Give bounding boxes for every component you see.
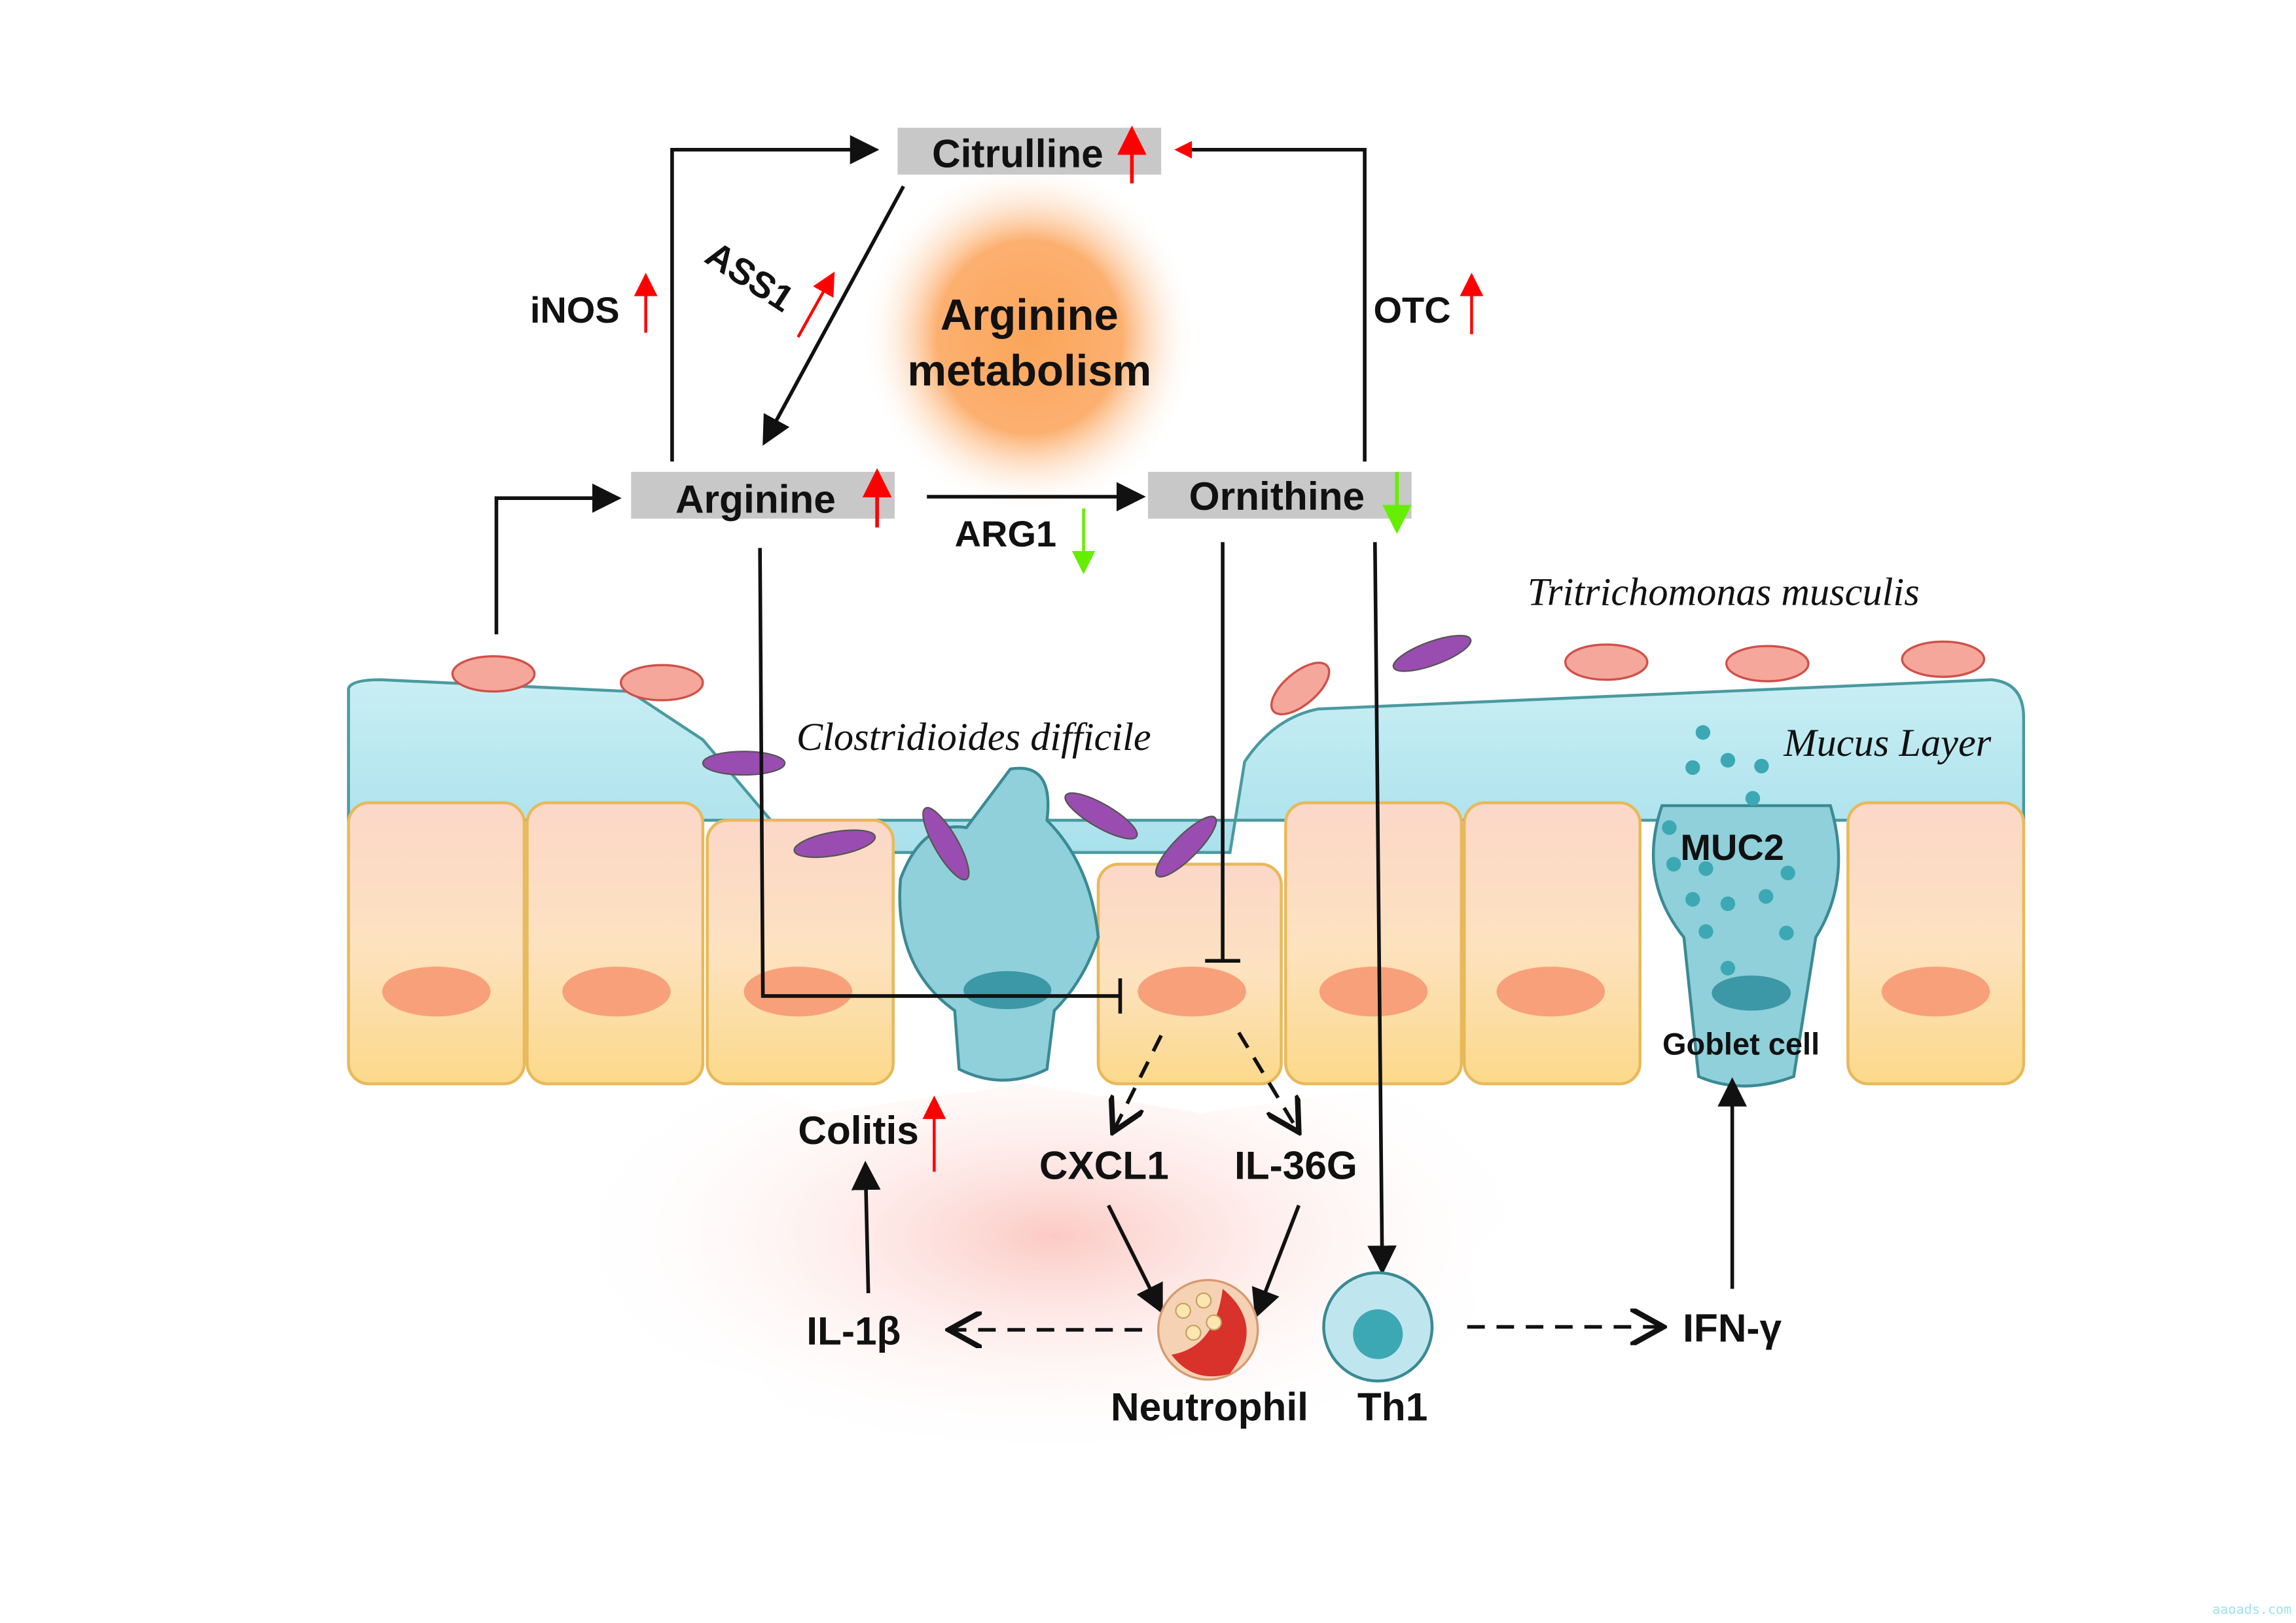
inos-label: iNOS (530, 289, 620, 330)
arginine-inhibition-line (758, 548, 1121, 998)
tritrichomonas-parasites (451, 640, 1986, 716)
arginine-box[interactable]: Arginine (631, 468, 895, 527)
center-label-line2: metabolism (907, 346, 1151, 395)
ornithine-box[interactable]: Ornithine (1148, 471, 1412, 535)
arginine-metabolism-glow (861, 161, 1198, 513)
otc-label: OTC (1374, 289, 1451, 330)
colitis-label: Colitis (798, 1108, 919, 1152)
il1b-to-colitis-arrow (851, 1160, 881, 1294)
watermark: aaoads.com (2212, 1601, 2291, 1617)
il36g-label: IL-36G (1234, 1143, 1357, 1188)
arg1-label: ARG1 (955, 513, 1056, 554)
il36g-dashed-arrow (1237, 1031, 1299, 1132)
arginine-label: Arginine (675, 477, 836, 522)
clostridioides-label: Clostridioides difficile (797, 715, 1151, 759)
cxcl1-dashed-arrow (1113, 1035, 1163, 1132)
mucus-layer-label: Mucus Layer (1783, 721, 1991, 765)
ornithine-label: Ornithine (1189, 474, 1365, 518)
il1b-label: IL-1β (806, 1308, 901, 1353)
cxcl1-label: CXCL1 (1039, 1143, 1169, 1188)
otc-arrow (1186, 147, 1367, 462)
il36g-to-neutrophil-arrow (1251, 1204, 1301, 1319)
ifng-label: IFN-γ (1683, 1306, 1782, 1350)
center-label-line1: Arginine (941, 291, 1119, 340)
goblet-cell-label: Goblet cell (1662, 1026, 1820, 1061)
muc2-label: MUC2 (1680, 827, 1784, 868)
th1-label: Th1 (1357, 1385, 1427, 1429)
epithelial-cells (347, 801, 2026, 1086)
ass1-arrow (762, 185, 905, 446)
clostridioides-bacteria (702, 635, 1472, 881)
red-arrowhead-icon (1174, 141, 1193, 159)
neutrophil-label: Neutrophil (1111, 1385, 1308, 1429)
th1-cell-icon (1322, 1271, 1434, 1383)
tritrichomonas-to-arginine-arrow (494, 483, 622, 635)
cxcl1-to-neutrophil-arrow (1107, 1204, 1163, 1314)
tritrichomonas-label: Tritrichomonas musculis (1528, 571, 1920, 615)
goblet-cell (1651, 725, 1840, 1088)
citrulline-label: Citrulline (932, 132, 1103, 176)
inflammation-area (556, 1054, 1552, 1508)
neutrophil-cell-icon (1157, 1279, 1259, 1381)
citrulline-box[interactable]: Citrulline (897, 125, 1162, 184)
ass1-label: ASS1 (698, 233, 801, 319)
inos-arrow (670, 135, 880, 462)
up-arrow-icon (797, 272, 835, 338)
ornithine-to-th1-arrow (1367, 542, 1397, 1275)
